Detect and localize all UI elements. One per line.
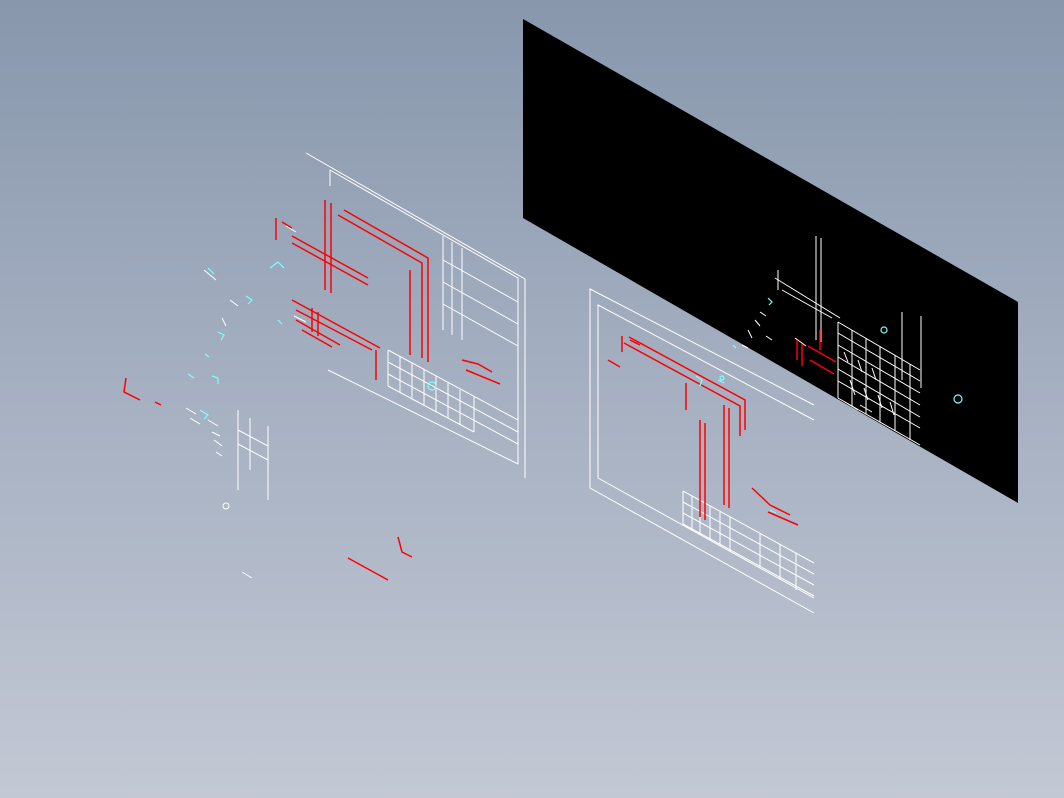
left-sheet-red-lines [123, 200, 501, 581]
middle-sheet-cyan-marks [695, 375, 777, 514]
left-sheet-frame [222, 152, 526, 510]
middle-drawing-sheet[interactable] [589, 288, 815, 614]
black-sheet-red-lines [796, 330, 837, 375]
left-drawing-sheet[interactable] [123, 152, 526, 581]
middle-sheet-red-lines [607, 336, 799, 526]
black-sheet-linework [741, 236, 922, 446]
black-backed-sheet[interactable] [523, 19, 1018, 503]
black-sheet-plane [523, 19, 1018, 503]
left-sheet-cyan-marks [187, 261, 437, 420]
left-scattered-annotations [185, 225, 307, 579]
black-sheet-cyan-marks [732, 297, 963, 404]
